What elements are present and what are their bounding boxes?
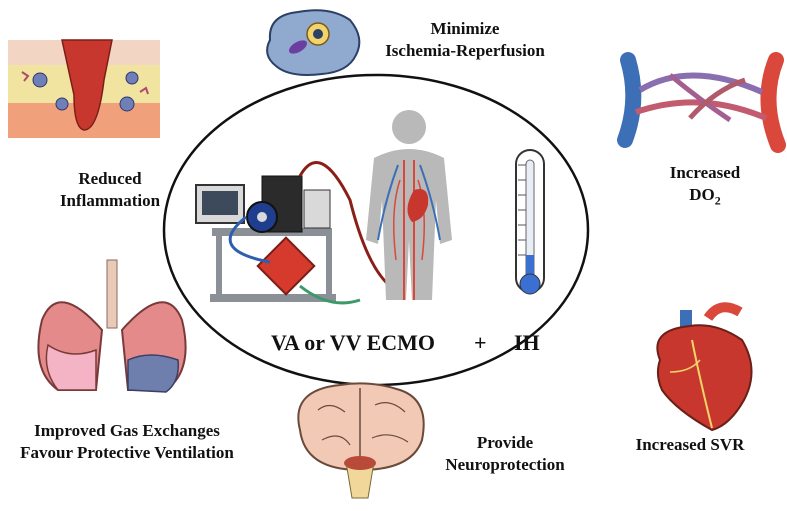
do2-base: DO <box>689 185 715 204</box>
neuro-line1: Provide <box>476 433 534 452</box>
label-minimize-ischemia: Minimize Ischemia-Reperfusion <box>365 18 565 62</box>
do2-sub: 2 <box>714 193 721 208</box>
brain-icon <box>297 382 425 499</box>
label-increased-do2: Increased DO2 <box>640 162 770 211</box>
thermometer-icon <box>515 149 545 295</box>
tissue-icon <box>8 39 160 138</box>
do2-line2: DO2 <box>640 184 770 211</box>
body-icon <box>366 110 452 300</box>
ecmo-label: VA or VV ECMO <box>271 330 436 355</box>
cell-icon <box>266 9 361 76</box>
ecmo-machine-icon <box>195 161 401 305</box>
ischemia-line1: Minimize <box>430 19 500 38</box>
do2-line1: Increased <box>669 163 741 182</box>
vessel-icon <box>617 52 786 153</box>
label-increased-svr: Increased SVR <box>615 434 765 456</box>
inflammation-line2: Inflammation <box>59 191 161 210</box>
label-gas-exchanges: Improved Gas Exchanges Favour Protective… <box>0 420 254 464</box>
svr-text: Increased SVR <box>635 435 745 454</box>
label-reduced-inflammation: Reduced Inflammation <box>20 168 200 212</box>
neuro-line2: Neuroprotection <box>445 455 565 474</box>
gas-line1: Improved Gas Exchanges <box>34 421 220 440</box>
inflammation-line1: Reduced <box>78 169 142 188</box>
plus-sign: + <box>474 330 487 355</box>
label-neuroprotection: Provide Neuroprotection <box>430 432 580 476</box>
lungs-icon <box>37 259 187 393</box>
ischemia-line2: Ischemia-Reperfusion <box>385 41 545 60</box>
gas-line2: Favour Protective Ventilation <box>20 443 234 462</box>
ih-label: IH <box>514 330 540 355</box>
heart-icon <box>656 302 753 432</box>
